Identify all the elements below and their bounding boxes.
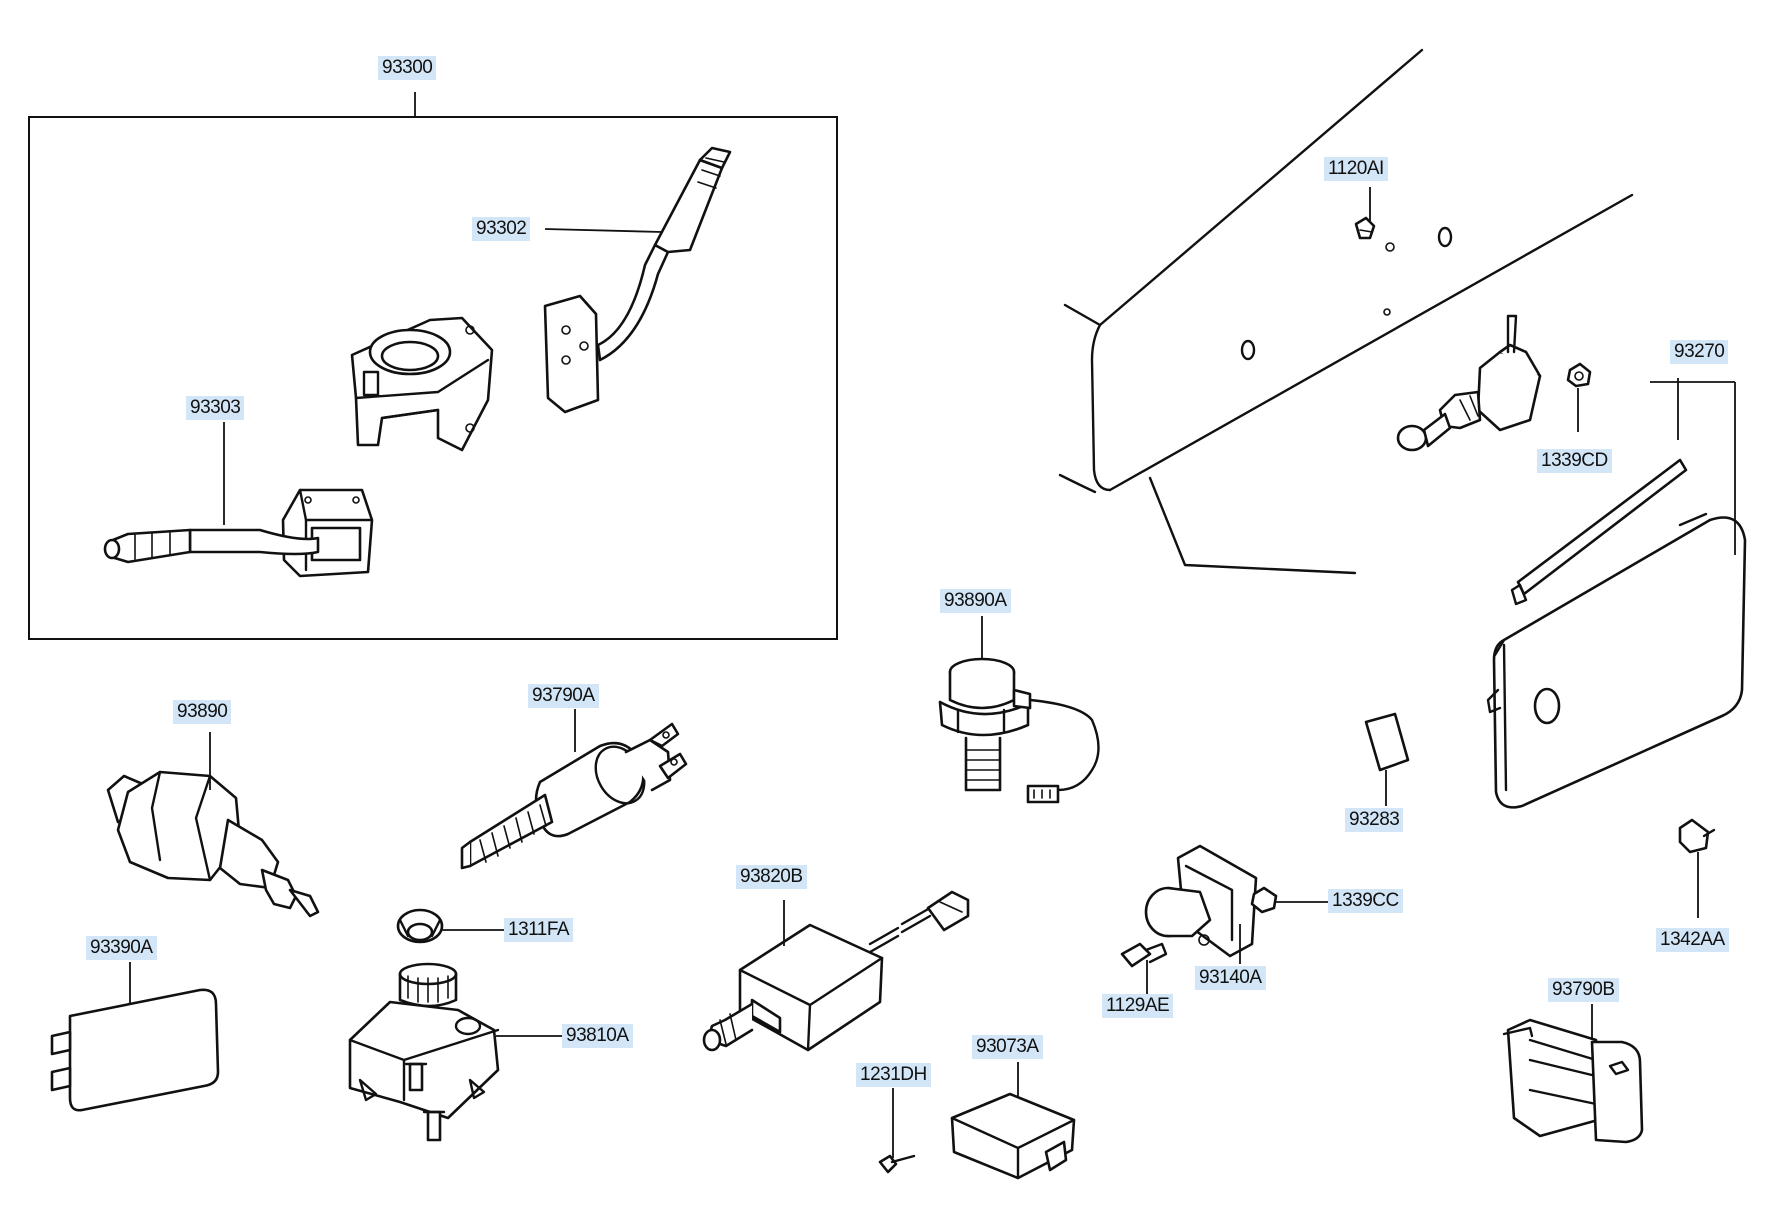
label-93300[interactable]: 93300 xyxy=(378,56,437,80)
relay-93820B[interactable] xyxy=(702,890,970,1052)
switch-93810A[interactable] xyxy=(348,962,500,1142)
switch-93790B[interactable] xyxy=(1502,1018,1644,1144)
light-switch-lever[interactable] xyxy=(103,488,374,578)
label-1231DH[interactable]: 1231DH xyxy=(856,1063,931,1087)
sensor-93890A[interactable] xyxy=(938,657,1100,804)
leader-93302 xyxy=(544,228,663,233)
label-1311FA[interactable]: 1311FA xyxy=(504,918,574,942)
label-93890A[interactable]: 93890A xyxy=(940,589,1011,613)
switch-housing[interactable] xyxy=(350,316,494,452)
dash-switch[interactable] xyxy=(1396,314,1542,452)
label-1342AA[interactable]: 1342AA xyxy=(1656,928,1729,952)
label-93890[interactable]: 93890 xyxy=(173,700,232,724)
assembly-frame-93300 xyxy=(28,116,838,640)
switch-93140A[interactable] xyxy=(1144,844,1258,958)
label-93810A[interactable]: 93810A xyxy=(562,1024,633,1048)
label-93283[interactable]: 93283 xyxy=(1345,808,1404,832)
wiper-switch-lever[interactable] xyxy=(543,146,732,414)
label-93790B[interactable]: 93790B xyxy=(1548,978,1619,1002)
label-93270[interactable]: 93270 xyxy=(1670,340,1729,364)
clip-1342AA[interactable] xyxy=(1678,818,1716,854)
stop-lamp-switch-93790A[interactable] xyxy=(460,722,688,870)
label-1129AE[interactable]: 1129AE xyxy=(1102,994,1174,1018)
label-93073A[interactable]: 93073A xyxy=(972,1035,1043,1059)
control-unit-93270[interactable] xyxy=(1486,458,1747,809)
label-93820B[interactable]: 93820B xyxy=(736,865,807,889)
nut-1311FA[interactable] xyxy=(396,908,444,944)
nut-1339CD[interactable] xyxy=(1566,362,1592,388)
screw-1231DH[interactable] xyxy=(878,1154,916,1174)
label-93302[interactable]: 93302 xyxy=(472,217,531,241)
module-93073A[interactable] xyxy=(950,1092,1076,1180)
dashboard-panel xyxy=(1058,48,1634,575)
leader-93270 xyxy=(1650,378,1736,555)
label-93390A[interactable]: 93390A xyxy=(86,936,157,960)
screw-1120AI[interactable] xyxy=(1354,216,1376,240)
label-1339CC[interactable]: 1339CC xyxy=(1328,889,1403,913)
label-93283[interactable] xyxy=(1364,712,1410,772)
bolt-1129AE[interactable] xyxy=(1120,942,1168,968)
label-1339CD[interactable]: 1339CD xyxy=(1537,449,1612,473)
label-93140A[interactable]: 93140A xyxy=(1195,966,1266,990)
nut-1339CC[interactable] xyxy=(1250,886,1278,914)
label-93303[interactable]: 93303 xyxy=(186,396,245,420)
cover-93390A[interactable] xyxy=(50,988,220,1112)
label-1120AI[interactable]: 1120AI xyxy=(1324,157,1388,181)
label-93790A[interactable]: 93790A xyxy=(528,684,599,708)
pressure-switch-93890[interactable] xyxy=(106,770,320,918)
